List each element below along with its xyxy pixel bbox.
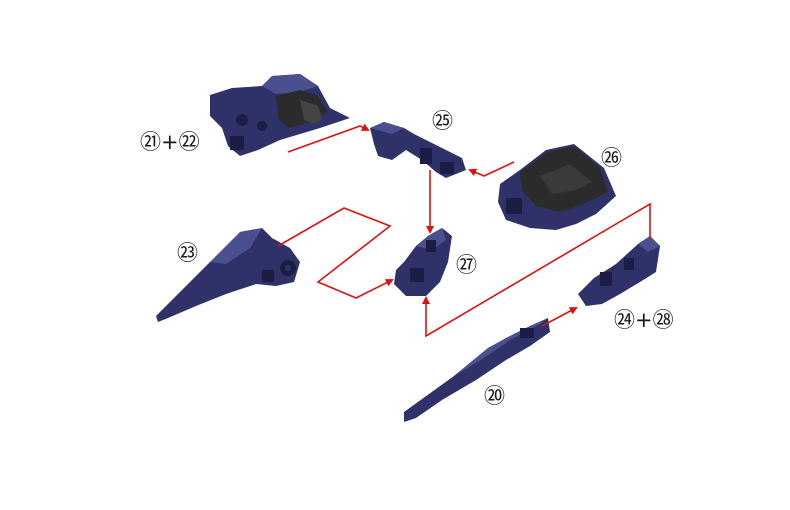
part-21-22-housing [210, 74, 350, 156]
arrow-24-28-to-27 [422, 202, 651, 338]
part-27-connector [394, 228, 452, 296]
label-part-26: ㉖ [601, 146, 622, 170]
arrow-23-to-27 [277, 207, 394, 299]
label-part-20: ⑳ [484, 384, 505, 408]
part-24-28-arm [578, 236, 660, 306]
label-part-23: ㉓ [177, 241, 198, 265]
label-part-25: ㉕ [432, 109, 453, 133]
part-26-block [498, 144, 616, 230]
arrow-21-22-to-25 [287, 123, 370, 153]
part-20-plate [404, 318, 550, 422]
part-23-barrel [156, 228, 300, 322]
label-part-24-28: ㉔+㉘ [614, 308, 674, 332]
arrow-26-to-25 [468, 161, 515, 177]
label-part-27: ㉗ [456, 253, 477, 277]
part-25-bracket [370, 122, 466, 178]
arrow-20-to-24-28 [541, 307, 578, 327]
label-part-21-22: ㉑+㉒ [140, 130, 200, 154]
